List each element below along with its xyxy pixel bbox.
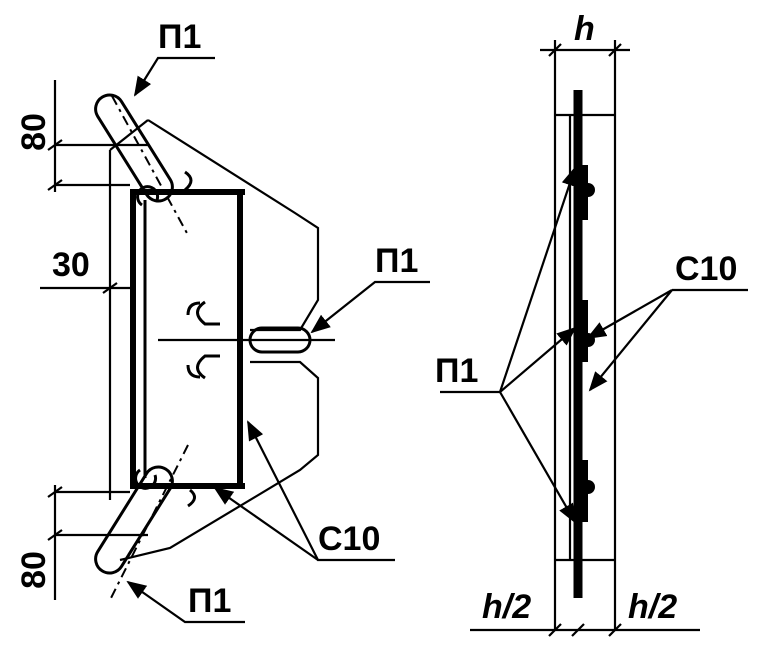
leader-c10-right: С10	[586, 250, 748, 392]
dim-half-right-text: h/2	[628, 588, 677, 626]
label-p1-bottom: П1	[188, 582, 231, 620]
dimension-30: 30	[40, 246, 135, 294]
label-c10-right: С10	[675, 250, 737, 288]
right-figure: h h/2 h/2 П1 С10	[435, 10, 748, 637]
anchor-top	[94, 93, 193, 236]
anchor-middle	[158, 300, 335, 380]
left-figure: 80 30 80 П1 П1 П1	[15, 18, 430, 624]
label-p1-right: П1	[435, 352, 478, 390]
c10-frame	[130, 189, 245, 489]
dim-mid-text: 30	[52, 246, 90, 284]
anchor-bottom	[94, 444, 196, 601]
leader-p1-middle: П1	[310, 242, 430, 334]
dimension-h-half: h/2 h/2	[470, 588, 700, 637]
label-p1-middle: П1	[375, 242, 418, 280]
label-c10-left: С10	[318, 520, 380, 558]
dimension-80-bottom: 80	[15, 485, 148, 600]
dimension-h: h	[540, 10, 630, 57]
dim-top-text: 80	[15, 113, 53, 151]
leader-p1-bottom: П1	[126, 580, 245, 624]
leader-c10-left: С10	[213, 420, 395, 562]
anchor-plate-middle	[578, 300, 588, 362]
leader-p1-top: П1	[133, 18, 215, 97]
leader-p1-right: П1	[435, 166, 577, 524]
dim-half-left-text: h/2	[482, 588, 531, 626]
label-p1-top: П1	[158, 18, 201, 56]
dim-h-text: h	[574, 10, 595, 48]
dimension-80-top: 80	[15, 80, 148, 192]
anchor-plate-bottom	[578, 460, 588, 522]
anchor-plate-top	[578, 165, 588, 220]
dim-bottom-text: 80	[15, 551, 53, 589]
